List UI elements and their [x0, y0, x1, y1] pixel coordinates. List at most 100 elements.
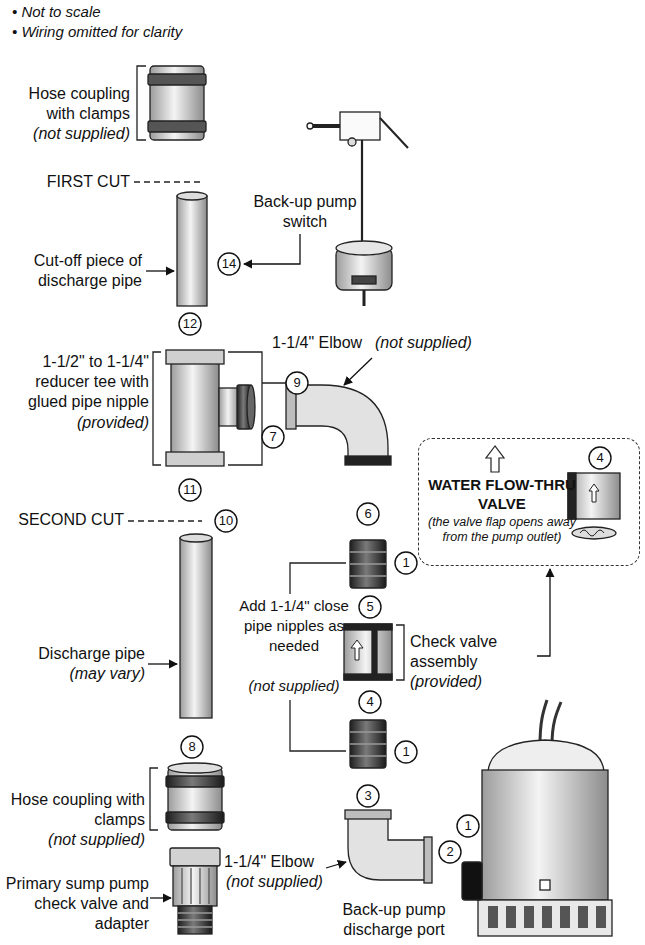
part-label: SECOND CUT [0, 510, 124, 530]
part-label: Discharge pipe [5, 644, 145, 664]
callout-number: 7 [258, 427, 288, 447]
callout-box: WATER FLOW-THRU VALVE(the valve flap ope… [418, 438, 640, 566]
part-label: Primary sump pump check valve and adapte… [0, 874, 149, 934]
tee-hub [166, 350, 224, 364]
adapter-thread [178, 906, 212, 934]
reducer-tee [166, 350, 255, 466]
bracket [396, 625, 404, 680]
valve-body [173, 866, 217, 906]
callout-number: 1 [453, 816, 483, 836]
part-label: Back-up pump switch [250, 192, 360, 232]
flow-arrow [351, 640, 363, 660]
part-label: 1-1/2" to 1-1/4" reducer tee with glued … [0, 352, 149, 412]
part-label: FIRST CUT [20, 172, 130, 192]
pump-cap [488, 740, 604, 772]
elbow [345, 810, 432, 883]
pipe-nipple [350, 720, 386, 768]
part-label: 1-1/4" Elbow [272, 333, 382, 353]
tee-branch [219, 388, 239, 426]
switch-knob [307, 123, 313, 129]
nipple-end [247, 385, 255, 429]
pipe-end [180, 534, 212, 542]
slot [506, 906, 516, 928]
clamp-band [148, 74, 206, 85]
callout-number: 8 [177, 737, 207, 757]
check-valve [344, 624, 392, 680]
part-label: Back-up pump discharge port [330, 900, 458, 940]
part-label: (not supplied) [226, 872, 336, 892]
leader-arrow [244, 234, 300, 264]
tee-hub [166, 452, 224, 466]
adapter-nut [170, 848, 220, 866]
coupling-end [168, 763, 222, 773]
thread-lines [178, 913, 212, 927]
tee-body [171, 360, 219, 456]
slot [578, 906, 588, 928]
callout-number: 1 [391, 742, 421, 762]
part-label: Cut-off piece of discharge pipe [2, 251, 142, 291]
box-heading: WATER FLOW-THRU VALVE [427, 475, 577, 513]
flow-arrow [589, 484, 599, 502]
valve-ribs [182, 868, 209, 904]
elbow-rim [424, 837, 432, 883]
pump-body [482, 770, 608, 900]
leader-arrow [537, 569, 550, 656]
callout-number: 12 [175, 314, 205, 334]
bracket [137, 66, 146, 140]
part-label: Check valve assembly [410, 632, 535, 672]
pipe-body [180, 538, 212, 718]
elbow [286, 382, 391, 465]
pipe-end [177, 192, 207, 200]
callout-number: 2 [435, 842, 465, 862]
part-label: (provided) [410, 672, 535, 692]
pipe [177, 192, 207, 306]
valve-body [344, 624, 392, 680]
pump-base [478, 900, 612, 936]
hose-coupling [166, 763, 224, 830]
elbow-band [345, 456, 391, 465]
switch-pivot [348, 138, 356, 146]
hose-coupling [148, 66, 206, 140]
float-top [336, 241, 392, 255]
callout-number: 5 [355, 597, 385, 617]
callout-number: 1 [391, 553, 421, 573]
part-label: (not supplied) [10, 124, 130, 144]
valve-band [344, 674, 392, 680]
float-band [352, 276, 376, 284]
clamp-band [166, 812, 224, 823]
elbow-body [292, 385, 388, 460]
pump-cable [552, 702, 561, 745]
bracket [228, 352, 286, 465]
pipe [180, 534, 212, 718]
pump-slots [488, 906, 606, 928]
callout-number: 10 [211, 511, 241, 531]
leader-arrow [150, 897, 171, 898]
pipe-nipple [350, 540, 386, 588]
part-label: 1-1/4" Elbow [224, 852, 334, 872]
slot [488, 906, 498, 928]
check-valve-adapter [170, 848, 220, 934]
callout-number: 3 [353, 786, 383, 806]
valve-band [344, 624, 392, 630]
callout-number: 6 [353, 504, 383, 524]
bracket [150, 768, 158, 830]
valve-flap [572, 527, 616, 539]
switch-mount [310, 124, 342, 128]
slot [542, 906, 552, 928]
clamp-band [148, 121, 206, 132]
part-label: (not supplied) [375, 333, 495, 353]
switch-cord [380, 118, 408, 148]
clamp-band [166, 776, 224, 787]
part-label: (provided) [0, 413, 149, 433]
pump-cable [540, 700, 547, 745]
leader-arrow [326, 862, 346, 868]
slot [524, 906, 534, 928]
switch-housing [340, 112, 380, 140]
pump-label [540, 880, 550, 890]
part-label: (not supplied) [5, 830, 145, 850]
elbow-body [348, 816, 428, 880]
box-note: (the valve flap opens away from the pump… [427, 515, 577, 545]
part-label: • Not to scale [12, 2, 332, 22]
valve-stripe [372, 630, 377, 674]
thread-lines [350, 552, 386, 576]
